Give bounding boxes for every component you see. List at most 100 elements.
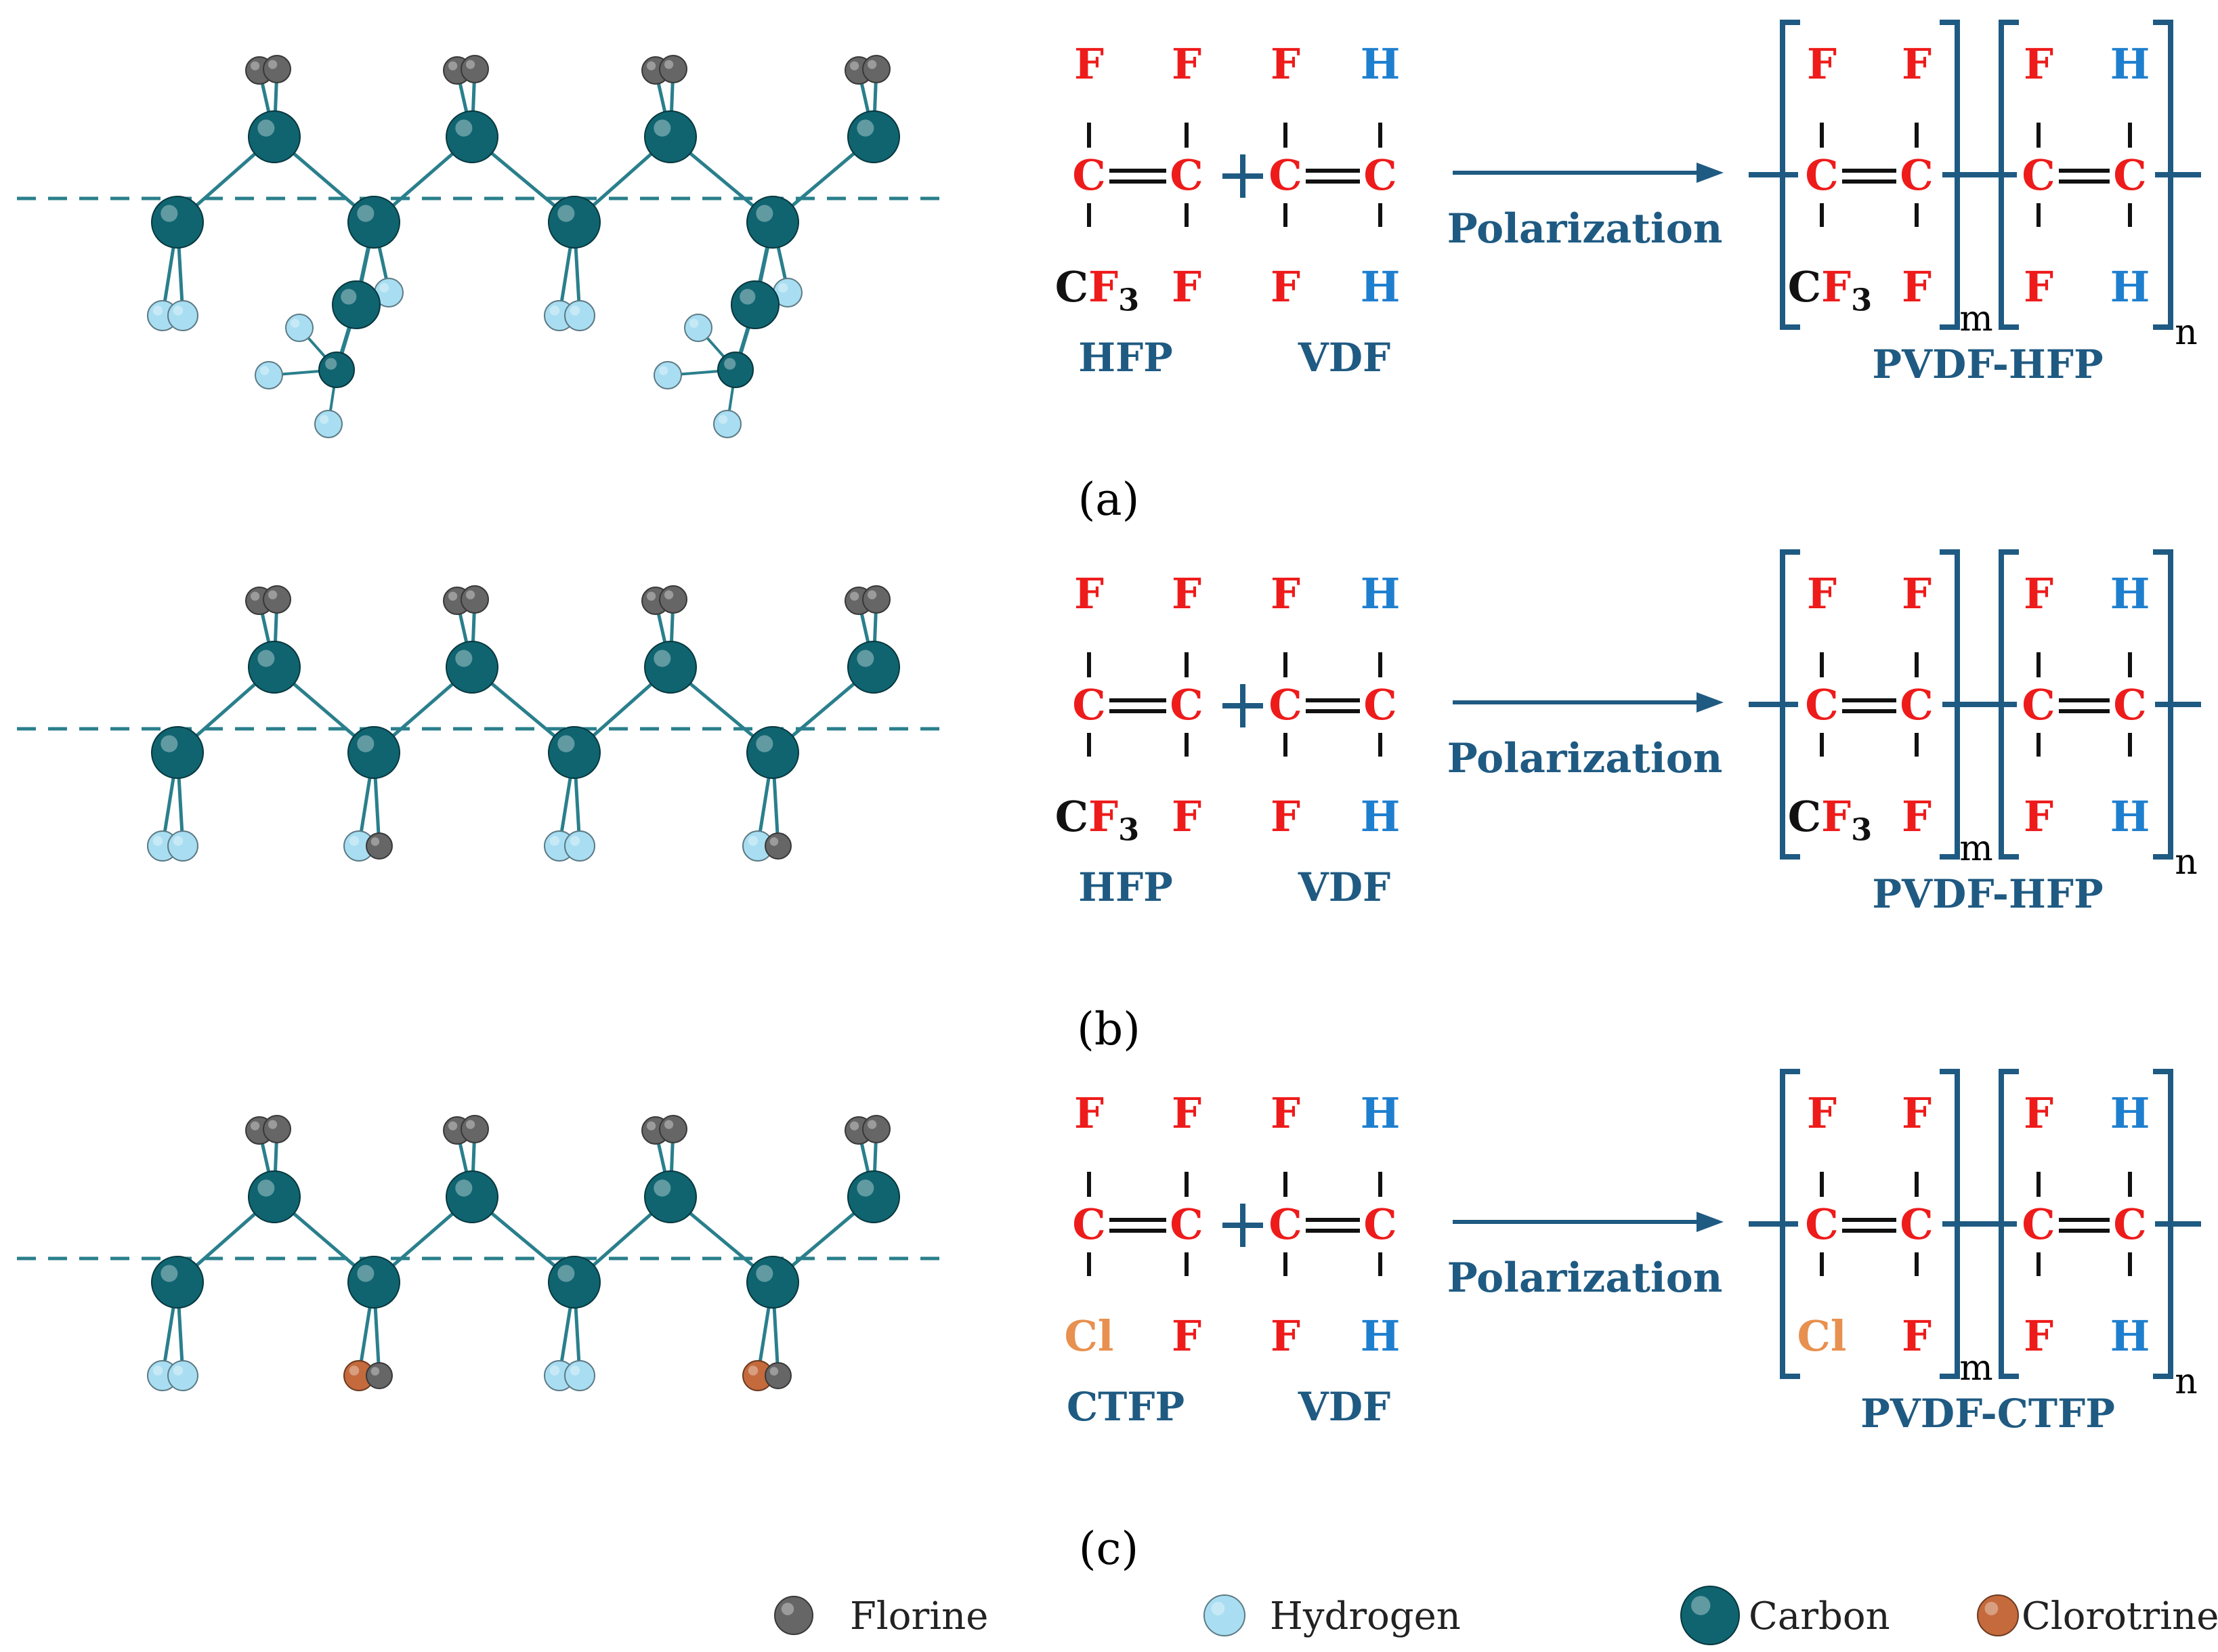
- atom-ball-highlight: [448, 591, 458, 601]
- atom-ball-highlight: [357, 205, 375, 222]
- carbon-atom: [548, 726, 601, 779]
- carbon-atom: [717, 352, 754, 388]
- atom-ball-highlight: [557, 1265, 575, 1282]
- carbon-atom: [332, 280, 381, 329]
- atom-ball-body: [659, 1115, 687, 1143]
- atom-ball-highlight: [357, 1265, 375, 1282]
- atom-ball-body: [862, 1115, 891, 1143]
- monomer1-label: HFP: [1078, 864, 1173, 910]
- atom-ball-highlight: [756, 1265, 773, 1282]
- carbon-symbol: C: [1363, 680, 1396, 729]
- atom-ball-body: [644, 641, 697, 694]
- atom-ball-body: [644, 110, 697, 163]
- atom-f: F: [1172, 39, 1201, 89]
- atom-ball-highlight: [756, 735, 773, 753]
- monomer1-label: HFP: [1078, 335, 1173, 381]
- atom-ball-highlight: [868, 1120, 877, 1129]
- carbon-atom: [548, 1256, 601, 1309]
- atom-ball-highlight: [349, 1365, 360, 1376]
- atom-ball-body: [248, 110, 301, 163]
- atom-ball-body: [461, 55, 489, 83]
- atom-f: F: [1271, 39, 1300, 89]
- atom-ball-highlight: [349, 836, 360, 846]
- carbon-symbol: C: [1805, 1200, 1838, 1249]
- legend-label: Florine: [850, 1594, 988, 1638]
- atom-ball-body: [862, 55, 891, 83]
- atom-f: F: [1172, 1088, 1201, 1138]
- reaction-arrowhead: [1697, 163, 1724, 183]
- cf3-group: CF3: [1055, 262, 1139, 318]
- fluorine-atom: [461, 1115, 489, 1143]
- atom-ball-highlight: [549, 305, 560, 316]
- atom-ball-body: [548, 1256, 601, 1309]
- carbon-atom: [347, 1256, 400, 1309]
- carbon-symbol: C: [1900, 1200, 1933, 1249]
- atom-ball-highlight: [379, 282, 389, 293]
- carbon-atom: [318, 352, 355, 388]
- hydrogen-legend-swatch: [1203, 1594, 1245, 1636]
- atom-ball-highlight: [173, 836, 184, 846]
- atom-ball-highlight: [570, 1365, 580, 1376]
- atom-ball-highlight: [257, 1179, 275, 1197]
- atom-ball-highlight: [740, 289, 756, 305]
- atom-h: H: [2110, 792, 2150, 841]
- carbon-atom: [248, 1170, 301, 1223]
- carbon-atom: [746, 1256, 799, 1309]
- atom-f: F: [2024, 569, 2053, 618]
- atom-ball-body: [248, 641, 301, 694]
- carbon-symbol: C: [1170, 150, 1203, 200]
- atom-ball-body: [564, 300, 595, 331]
- atom-ball-highlight: [251, 591, 260, 601]
- atom-ball-body: [713, 410, 742, 438]
- atom-ball-highlight: [448, 61, 458, 70]
- atom-f: F: [1172, 569, 1201, 618]
- atom-ball-body: [847, 110, 900, 163]
- atom-cl: Cl: [1797, 1311, 1847, 1361]
- atom-ball-body: [314, 410, 343, 438]
- hydrogen-atom: [167, 830, 198, 862]
- hydrogen-atom: [167, 1360, 198, 1391]
- atom-ball-body: [548, 726, 601, 779]
- chlorine-atom: [343, 1360, 375, 1391]
- atom-ball-highlight: [557, 205, 575, 222]
- atom-ball-highlight: [455, 650, 473, 667]
- fluorine-atom: [659, 585, 687, 614]
- molecular-chain-2: [17, 585, 948, 862]
- atom-ball-body: [446, 641, 498, 694]
- atom-ball-highlight: [689, 318, 699, 328]
- atom-ball-body: [347, 726, 400, 779]
- atom-ball-body: [644, 1170, 697, 1223]
- atom-ball-body: [151, 726, 204, 779]
- atom-ball-highlight: [850, 1121, 859, 1130]
- atom-h: H: [1361, 262, 1401, 312]
- atom-ball-body: [446, 1170, 498, 1223]
- atom-f: F: [1172, 262, 1201, 312]
- carbon-atom: [151, 726, 204, 779]
- cf3-group: CF3: [1788, 262, 1872, 318]
- atom-f: F: [2024, 1311, 2053, 1361]
- fluorine-atom: [263, 585, 291, 614]
- carbon-atom: [644, 110, 697, 163]
- atom-ball-body: [167, 1360, 198, 1391]
- atom-ball-highlight: [664, 590, 674, 599]
- arrow-label: Polarization: [1447, 205, 1723, 253]
- carbon-atom: [746, 726, 799, 779]
- atom-ball-body: [285, 314, 314, 342]
- cf3-group: CF3: [1055, 792, 1139, 848]
- atom-ball-highlight: [868, 590, 877, 599]
- atom-f: F: [1271, 1088, 1300, 1138]
- atom-ball-highlight: [769, 837, 779, 846]
- atom-ball-highlight: [161, 735, 178, 753]
- atom-ball-highlight: [748, 1365, 759, 1376]
- atom-ball-body: [564, 1360, 595, 1391]
- atom-ball-highlight: [152, 305, 163, 316]
- carbon-symbol: C: [1363, 1200, 1396, 1249]
- legend-item-clorotrine: Clorotrine: [1977, 1594, 2218, 1638]
- atom-ball-highlight: [161, 205, 178, 222]
- carbon-atom: [548, 196, 601, 249]
- fluorine-atom: [263, 1115, 291, 1143]
- atom-ball-highlight: [857, 650, 874, 667]
- atom-ball-highlight: [448, 1121, 458, 1130]
